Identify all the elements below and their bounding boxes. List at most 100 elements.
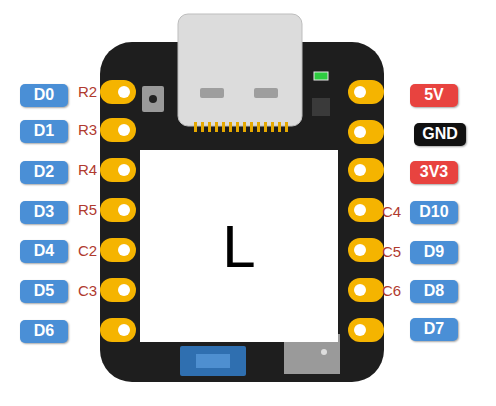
pin-label: D10 <box>410 201 458 224</box>
pad-hole <box>354 86 366 98</box>
pad-hole <box>354 126 366 138</box>
power-label: 3V3 <box>410 161 458 184</box>
pad-hole <box>118 284 130 296</box>
pin-label: D6 <box>20 320 68 343</box>
usb-c-detail <box>254 88 278 98</box>
component-designator: R2 <box>78 83 97 100</box>
pad-hole <box>354 244 366 256</box>
gpio-pad <box>348 318 384 342</box>
pad-copper <box>348 158 384 182</box>
pad-copper <box>348 198 384 222</box>
pad-copper <box>348 120 384 144</box>
usb-c-pin <box>208 122 211 132</box>
usb-c-pin <box>222 122 225 132</box>
gpio-pad <box>100 278 136 302</box>
pin-name: D7 <box>424 320 444 338</box>
pin-label: D7 <box>410 318 458 341</box>
pad-copper <box>348 278 384 302</box>
pin-label: D1 <box>20 120 68 143</box>
pin-name: D3 <box>34 203 54 221</box>
pin-name: D0 <box>34 86 54 104</box>
gpio-pad <box>348 198 384 222</box>
power-label: GND <box>414 123 466 146</box>
gpio-pad <box>348 158 384 182</box>
pin-name: D8 <box>424 282 444 300</box>
pin-label: D5 <box>20 280 68 303</box>
pad-hole <box>354 164 366 176</box>
pad-copper <box>348 238 384 262</box>
usb-c-pin <box>194 122 197 132</box>
pad-copper <box>348 318 384 342</box>
pad-hole <box>118 164 130 176</box>
component-designator: R4 <box>78 161 97 178</box>
component-designator: R3 <box>78 121 97 138</box>
pad-hole <box>354 284 366 296</box>
board-silkscreen-box: L <box>140 150 338 342</box>
usb-c-pin <box>215 122 218 132</box>
usb-c-pin <box>257 122 260 132</box>
component-designator: C5 <box>382 243 401 260</box>
pad-hole <box>118 244 130 256</box>
component-designator: C4 <box>382 203 401 220</box>
pad-copper <box>100 198 136 222</box>
usb-c-pin <box>271 122 274 132</box>
usb-c-pin <box>201 122 204 132</box>
gpio-pad <box>100 118 136 142</box>
gpio-pad <box>348 120 384 144</box>
pin-name: D9 <box>424 243 444 261</box>
usb-c-pin <box>250 122 253 132</box>
usb-c-connector <box>178 14 302 126</box>
usb-c-pins <box>194 122 288 132</box>
pin-label: D8 <box>410 280 458 303</box>
component-designator: C3 <box>78 282 97 299</box>
pad-copper <box>100 80 136 104</box>
pad-copper <box>100 238 136 262</box>
reset-button <box>149 95 157 103</box>
pad-hole <box>118 204 130 216</box>
usb-c-detail <box>200 88 224 98</box>
gpio-pad <box>100 238 136 262</box>
gpio-pads <box>100 80 384 342</box>
gpio-pad <box>100 158 136 182</box>
boot-switch <box>180 346 246 376</box>
usb-c-pin <box>229 122 232 132</box>
pin-name: GND <box>422 125 458 143</box>
reset-button <box>142 86 164 112</box>
usb-c-pin <box>278 122 281 132</box>
pad-hole <box>118 86 130 98</box>
usb-c-pin <box>285 122 288 132</box>
pin-name: D10 <box>419 203 448 221</box>
component-designator: C6 <box>382 282 401 299</box>
pad-hole <box>354 324 366 336</box>
pin-name: D5 <box>34 282 54 300</box>
gpio-pad <box>348 238 384 262</box>
pin-name: D2 <box>34 163 54 181</box>
pin-name: 3V3 <box>420 163 448 181</box>
chip-component <box>312 98 330 116</box>
pin-name: D6 <box>34 322 54 340</box>
led <box>314 72 328 80</box>
boot-switch <box>196 354 230 368</box>
pin-name: D4 <box>34 242 54 260</box>
pin-label: D9 <box>410 241 458 264</box>
usb-c-pin <box>236 122 239 132</box>
pad-copper <box>100 158 136 182</box>
antenna-connector <box>321 349 327 355</box>
pad-hole <box>118 124 130 136</box>
pin-label: D3 <box>20 201 68 224</box>
pad-hole <box>118 324 130 336</box>
pad-copper <box>348 80 384 104</box>
gpio-pad <box>348 278 384 302</box>
pad-copper <box>100 278 136 302</box>
pad-hole <box>354 204 366 216</box>
gpio-pad <box>100 318 136 342</box>
component-designator: R5 <box>78 201 97 218</box>
component-designator: C2 <box>78 242 97 259</box>
pin-name: D1 <box>34 122 54 140</box>
pin-label: D2 <box>20 161 68 184</box>
pad-copper <box>100 318 136 342</box>
usb-c-pin <box>264 122 267 132</box>
gpio-pad <box>100 198 136 222</box>
pin-label: D0 <box>20 84 68 107</box>
